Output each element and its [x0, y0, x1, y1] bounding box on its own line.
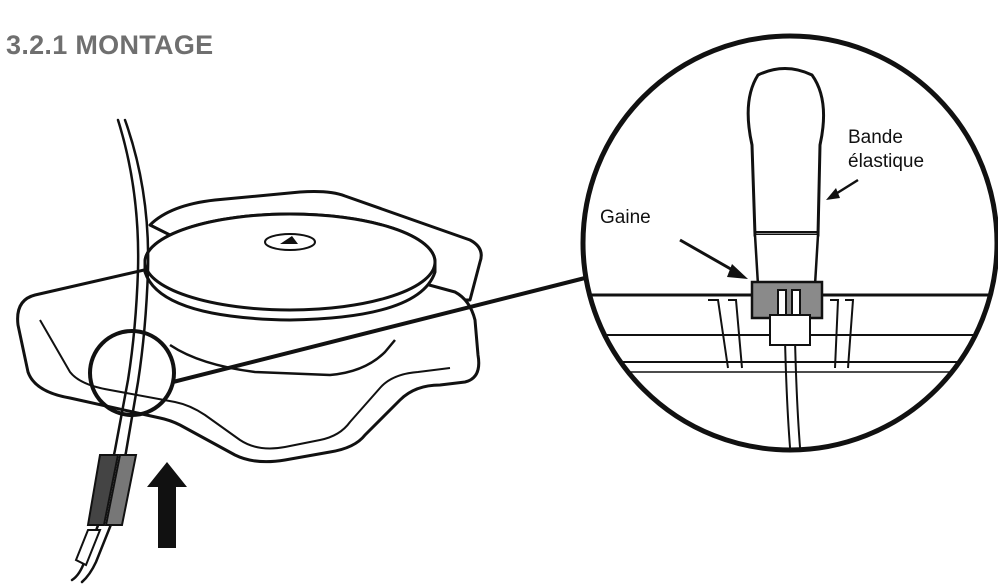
- zoom-magnifier: [88, 276, 586, 417]
- page-title: 3.2.1 MONTAGE: [6, 30, 214, 60]
- sheath-label: Gaine: [600, 207, 651, 228]
- callout-arrow-sheath: [679, 238, 748, 279]
- band-label-line1: Bande: [848, 127, 903, 148]
- sensor-cable: [70, 118, 150, 584]
- zoom-detail-view: Bande élastique Gaine: [580, 33, 998, 453]
- band-label-line2: élastique: [848, 151, 924, 172]
- mount-base: [16, 190, 483, 464]
- callout-arrow-band: [826, 178, 859, 200]
- upward-arrow: [147, 462, 187, 548]
- cable-sheath: [74, 454, 138, 567]
